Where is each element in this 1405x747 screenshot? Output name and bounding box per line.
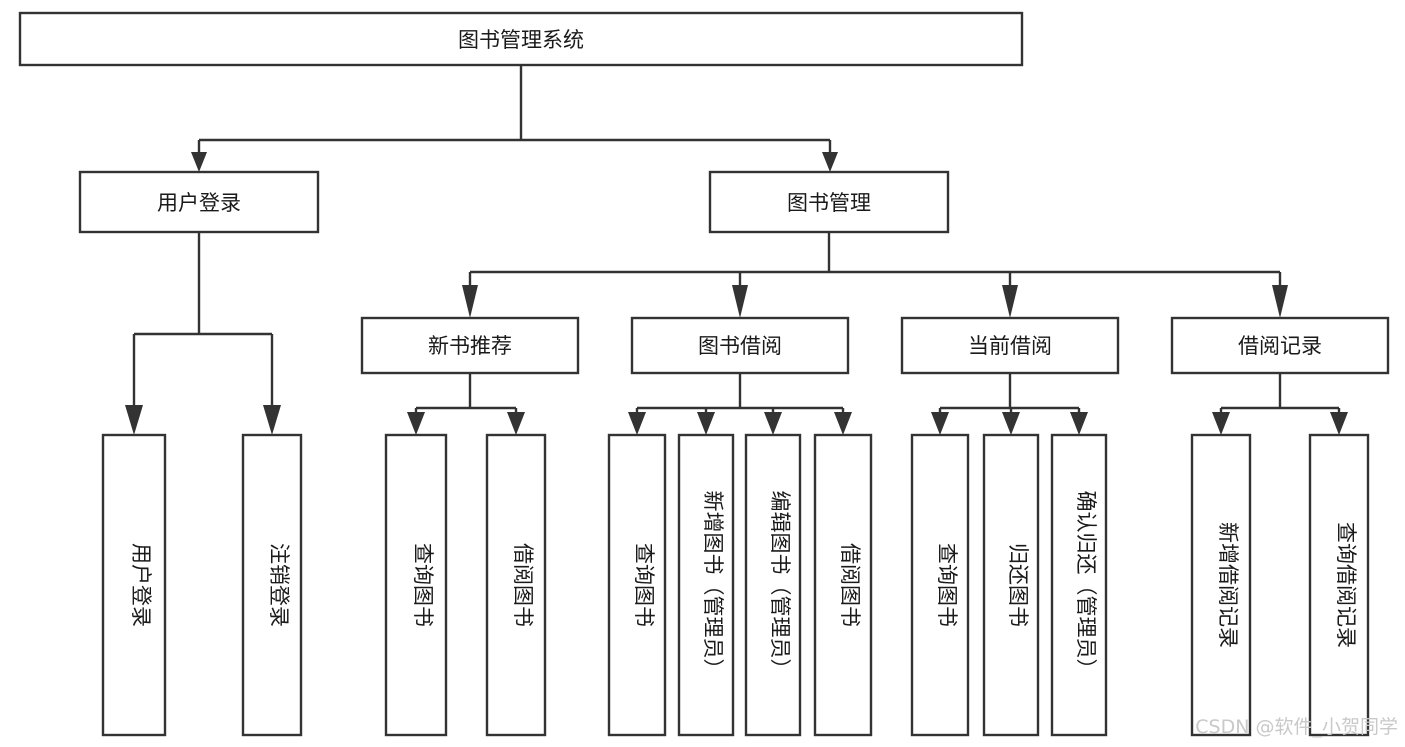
arrow-head-leaf-return-book [1002, 412, 1020, 435]
leaf-add-record-label: 新增借阅记录 [1216, 522, 1240, 648]
leaf-confirm-return[interactable]: 确认归还（管理员） [1050, 433, 1108, 737]
leaf-add-book-label: 新增图书（管理员） [701, 491, 725, 680]
node-root-label: 图书管理系统 [458, 28, 584, 52]
arrow-head-book-borrow [732, 285, 748, 318]
leaf-borrow-book-1[interactable]: 借阅图书 [485, 433, 547, 737]
leaf-logout-label: 注销登录 [267, 543, 291, 627]
leaf-confirm-return-box[interactable] [1050, 433, 1108, 737]
leaf-return-book-label: 归还图书 [1006, 543, 1030, 627]
leaf-query-record-label: 查询借阅记录 [1334, 522, 1358, 648]
arrow-head-current-borrow [1002, 285, 1018, 318]
leaf-borrow-book-2-box[interactable] [813, 433, 873, 737]
node-user-login[interactable]: 用户登录 [78, 170, 320, 234]
node-book-manage-label: 图书管理 [787, 191, 871, 215]
leaf-query-book-2[interactable]: 查询图书 [607, 433, 667, 737]
leaf-edit-book-label: 编辑图书（管理员） [768, 491, 792, 680]
leaf-query-book-1-label: 查询图书 [411, 543, 435, 627]
connector-borrow-record-to-leaves [1219, 373, 1341, 415]
node-borrow-record[interactable]: 借阅记录 [1170, 316, 1390, 375]
leaf-add-book[interactable]: 新增图书（管理员） [677, 433, 735, 737]
node-user-login-label: 用户登录 [157, 191, 241, 215]
leaf-user-login-box[interactable] [101, 433, 167, 737]
arrow-head-leaf-query-record [1330, 412, 1348, 435]
leaf-edit-book[interactable]: 编辑图书（管理员） [744, 433, 802, 737]
leaf-return-book[interactable]: 归还图书 [982, 433, 1040, 737]
node-new-book-rec[interactable]: 新书推荐 [360, 316, 580, 375]
leaf-query-book-3-label: 查询图书 [935, 543, 959, 627]
node-current-borrow[interactable]: 当前借阅 [900, 316, 1120, 375]
node-root[interactable]: 图书管理系统 [18, 11, 1024, 67]
leaf-user-login[interactable]: 用户登录 [101, 433, 167, 737]
arrow-head-leaf-borrow-book-1 [507, 412, 525, 435]
node-book-manage-box[interactable] [708, 170, 950, 234]
leaf-borrow-book-2[interactable]: 借阅图书 [813, 433, 873, 737]
arrow-head-leaf-query-book-3 [931, 412, 949, 435]
leaf-query-book-1-box[interactable] [384, 433, 448, 737]
leaf-query-book-3-box[interactable] [910, 433, 970, 737]
node-user-login-box[interactable] [78, 170, 320, 234]
leaf-borrow-book-1-label: 借阅图书 [511, 543, 535, 627]
leaf-edit-book-box[interactable] [744, 433, 802, 737]
arrow-head-leaf-add-record [1212, 412, 1230, 435]
leaf-borrow-book-2-label: 借阅图书 [838, 543, 862, 627]
node-book-borrow-label: 图书借阅 [698, 334, 782, 358]
leaf-query-book-2-box[interactable] [607, 433, 667, 737]
leaf-query-record-box[interactable] [1308, 433, 1370, 737]
leaf-logout-box[interactable] [241, 433, 303, 737]
arrow-head-leaf-query-book-1 [407, 412, 425, 435]
leaf-query-record[interactable]: 查询借阅记录 [1308, 433, 1370, 737]
arrow-head-leaf-query-book-2 [628, 412, 646, 435]
node-root-box[interactable] [18, 11, 1024, 67]
arrow-head-leaf-user-login [125, 405, 143, 435]
connector-layer [125, 65, 1348, 435]
leaf-return-book-box[interactable] [982, 433, 1040, 737]
arrow-head-book-manage [822, 152, 838, 172]
arrow-head-borrow-record [1272, 285, 1288, 318]
node-book-manage[interactable]: 图书管理 [708, 170, 950, 234]
arrow-head-leaf-logout [263, 405, 281, 435]
leaf-query-book-3[interactable]: 查询图书 [910, 433, 970, 737]
leaf-logout[interactable]: 注销登录 [241, 433, 303, 737]
connector-new-book-rec-to-leaves [414, 373, 518, 415]
node-borrow-record-label: 借阅记录 [1238, 334, 1322, 358]
leaf-query-book-2-label: 查询图书 [632, 543, 656, 627]
arrow-head-leaf-add-book [697, 412, 715, 435]
arrow-head-leaf-confirm-return [1070, 412, 1088, 435]
arrow-head-leaf-borrow-book-2 [834, 412, 852, 435]
arrow-head-user-login [191, 152, 207, 172]
node-borrow-record-box[interactable] [1170, 316, 1390, 375]
leaf-borrow-book-1-box[interactable] [485, 433, 547, 737]
leaf-add-book-box[interactable] [677, 433, 735, 737]
node-book-borrow[interactable]: 图书借阅 [630, 316, 850, 375]
node-current-borrow-label: 当前借阅 [968, 334, 1052, 358]
node-book-borrow-box[interactable] [630, 316, 850, 375]
connector-root-to-level2 [197, 65, 832, 155]
leaf-confirm-return-label: 确认归还（管理员） [1074, 491, 1098, 680]
node-new-book-rec-label: 新书推荐 [428, 334, 512, 358]
connector-book-borrow-to-leaves [635, 373, 845, 415]
csdn-watermark: CSDN @软件_小贺同学 [1195, 716, 1398, 738]
node-new-book-rec-box[interactable] [360, 316, 580, 375]
leaf-query-book-1[interactable]: 查询图书 [384, 433, 448, 737]
leaf-add-record-box[interactable] [1190, 433, 1252, 737]
connector-user-login-to-leaves [132, 232, 274, 408]
node-current-borrow-box[interactable] [900, 316, 1120, 375]
arrow-head-leaf-edit-book [764, 412, 782, 435]
connector-current-borrow-to-leaves [938, 373, 1081, 415]
leaf-user-login-label: 用户登录 [129, 543, 153, 627]
connector-book-manage-to-level3 [468, 232, 1282, 288]
leaf-add-record[interactable]: 新增借阅记录 [1190, 433, 1252, 737]
arrow-head-new-book-rec [462, 285, 478, 318]
